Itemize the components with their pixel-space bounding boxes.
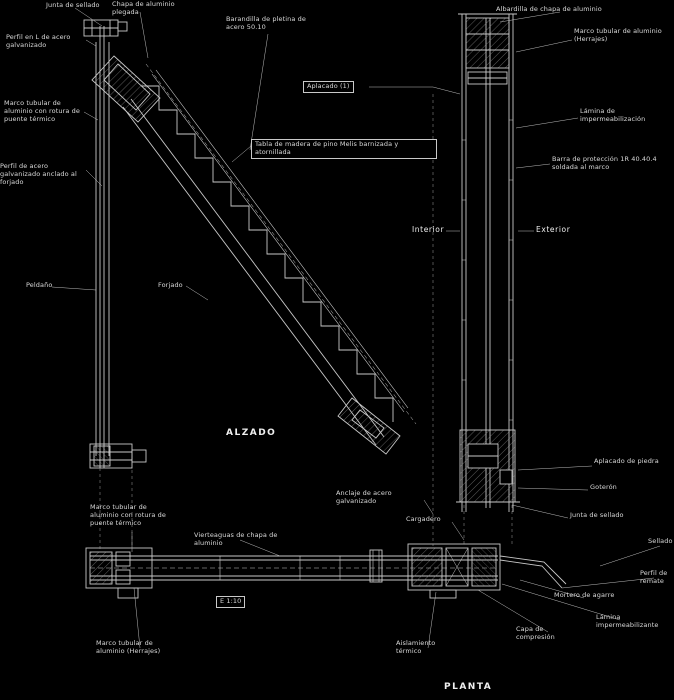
annotation-handrail-flat-bar: Barandilla de pletina de acero 50.10 (226, 15, 306, 31)
view-title-plan: PLANTA (444, 682, 493, 692)
annotation-frame-bottom-left: Marco tubular de aluminio con rotura de … (90, 503, 166, 527)
annotation-bedding-mortar: Mortero de agarre (554, 591, 615, 599)
right-wall-section (456, 13, 520, 512)
plan-section (85, 543, 567, 599)
view-label-exterior: Exterior (536, 225, 571, 234)
annotation-folded-aluminium-sheet-top: Chapa de aluminio plegada (112, 0, 175, 16)
annotation-cladding-ref: Aplacado (1) (303, 81, 354, 93)
left-column-section (83, 19, 161, 469)
annotation-stone-cladding: Aplacado de piedra (594, 457, 659, 465)
annotation-scale-ref: E 1:10 (216, 596, 246, 608)
projection-lines (99, 94, 513, 552)
annotation-sealant-joint-right: Junta de sellado (570, 511, 624, 519)
annotation-waterproof-sheet-bottom: Lámina impermeabilizante (596, 613, 659, 629)
annotation-frame-hardware: Marco tubular de aluminio (Herrajes) (96, 639, 161, 655)
annotation-l-profile-galvanized: Perfil en L de acero galvanizado (6, 33, 71, 49)
annotation-drip: Goterón (590, 483, 617, 491)
annotation-galvanized-profile-anchor: Perfil de acero galvanizado anclado al f… (0, 162, 77, 186)
annotation-waterproof-membrane-right: Lámina de impermeabilización (580, 107, 646, 123)
annotation-edge-trim: Perfil de remate (640, 569, 668, 585)
annotation-frame-right: Marco tubular de aluminio (Herrajes) (574, 27, 662, 43)
annotation-sealing: Sellado (648, 537, 673, 545)
annotation-protection-bar: Barra de protección 1R 40.40.4 soldada a… (552, 155, 657, 171)
annotation-lintel: Cargadero (406, 515, 441, 523)
annotation-wood-board: Tabla de madera de pino Melis barnizada … (251, 139, 437, 159)
annotation-aluminium-frame-left: Marco tubular de aluminio con rotura de … (4, 99, 80, 123)
annotation-thermal-insulation: Aislamiento térmico (396, 639, 436, 655)
view-title-elevation: ALZADO (226, 428, 277, 438)
view-label-interior: Interior (412, 225, 445, 234)
leader-lines (51, 7, 661, 649)
annotation-step: Peldaño (26, 281, 53, 289)
annotation-compression-layer: Capa de compresión (516, 625, 555, 641)
annotation-sealant-joint-top: Junta de sellado (46, 1, 100, 9)
stair-section (122, 63, 417, 455)
annotation-anchor: Anclaje de acero galvanizado (336, 489, 392, 505)
annotation-top-capping: Albardilla de chapa de aluminio (496, 5, 602, 13)
annotation-slab: Forjado (158, 281, 183, 289)
annotation-sill-flashing: Vierteaguas de chapa de aluminio (194, 531, 278, 547)
